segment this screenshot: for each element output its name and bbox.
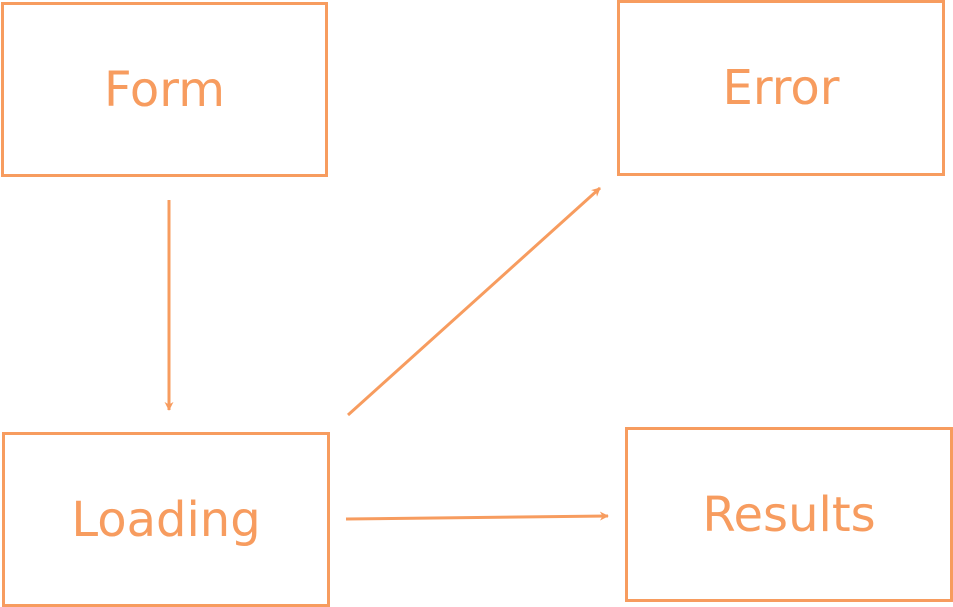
edge-loading-to-results [345,511,609,521]
loading-node-label: Loading [71,491,261,548]
results-node-label: Results [702,486,876,543]
form-node: Form [1,2,328,177]
results-node: Results [625,427,953,602]
form-node-label: Form [104,61,225,118]
error-node-label: Error [722,60,840,116]
loading-node: Loading [2,432,330,607]
edge-loading-to-error [346,186,602,417]
error-node: Error [617,0,945,176]
